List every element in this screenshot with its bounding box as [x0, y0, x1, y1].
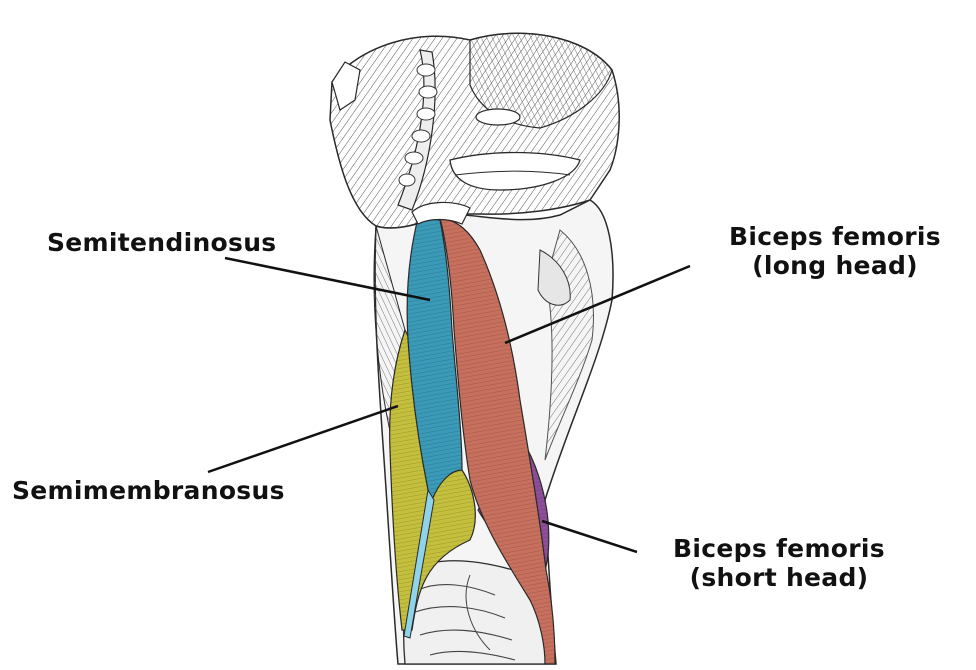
semitendinosus-label: Semitendinosus	[47, 228, 276, 257]
biceps-short-head-label-line2: (short head)	[642, 563, 916, 592]
biceps-short-head-label-line1: Biceps femoris	[642, 534, 916, 563]
biceps-short-head-leader-line	[542, 521, 637, 552]
biceps-long-head-label-line1: Biceps femoris	[698, 222, 972, 251]
pelvis-gluteal-region	[330, 33, 619, 228]
semimembranosus-label: Semimembranosus	[12, 476, 285, 505]
biceps-long-head-label-line2: (long head)	[698, 251, 972, 280]
biceps-long-head-label: Biceps femoris (long head)	[698, 222, 972, 280]
biceps-short-head-label: Biceps femoris (short head)	[642, 534, 916, 592]
semimembranosus-leader-line	[208, 406, 398, 472]
